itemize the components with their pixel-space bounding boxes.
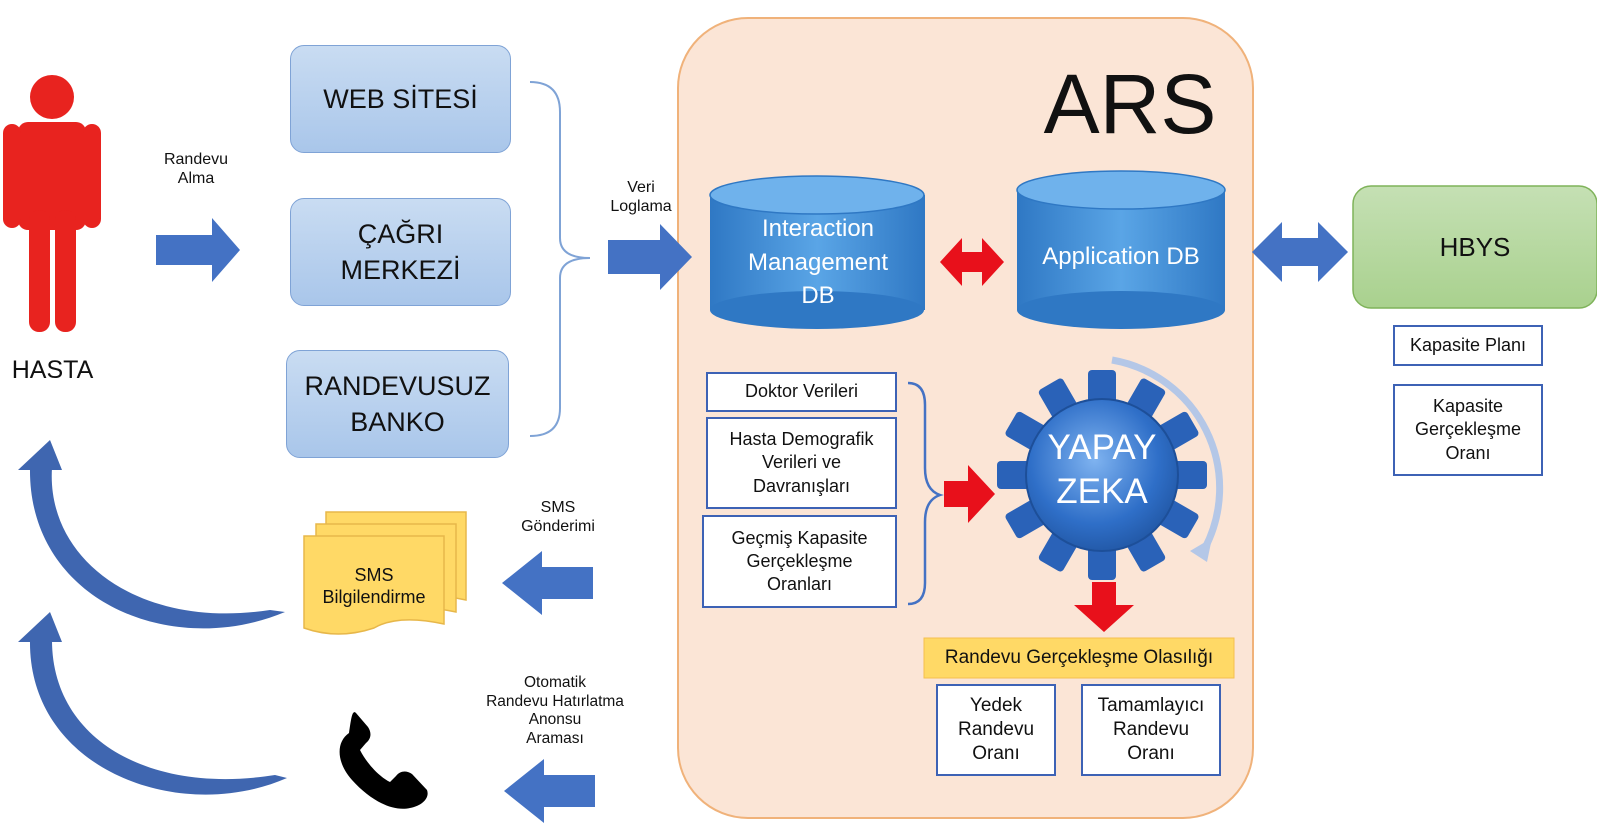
auto-call-arrow bbox=[504, 759, 595, 823]
logging-label: Veri Loglama bbox=[598, 178, 684, 216]
channels-bracket bbox=[530, 82, 590, 436]
probability-label: Randevu Gerçekleşme Olasılığı bbox=[924, 647, 1234, 670]
return-arrow-sms bbox=[18, 440, 285, 628]
person-icon bbox=[3, 75, 101, 332]
channel-web-site: WEB SİTESİ bbox=[290, 45, 511, 153]
sms-send-label: SMS Gönderimi bbox=[503, 498, 613, 536]
sms-info-label: SMS Bilgilendirme bbox=[304, 565, 444, 608]
phone-icon bbox=[340, 712, 428, 809]
hbys-label: HBYS bbox=[1353, 232, 1597, 263]
input-doctor-data: Doktor Verileri bbox=[706, 372, 897, 412]
channel-walk-in-desk: RANDEVUSUZ BANKO bbox=[286, 350, 509, 458]
sms-send-arrow bbox=[502, 551, 593, 615]
patient-label: HASTA bbox=[0, 355, 105, 385]
ars-title: ARS bbox=[1040, 62, 1220, 146]
input-past-capacity-rates: Geçmiş Kapasite Gerçekleşme Oranları bbox=[702, 515, 897, 608]
output-complementary-rate: Tamamlayıcı Randevu Oranı bbox=[1081, 684, 1221, 776]
appointment-arrow bbox=[156, 218, 240, 282]
hbys-sync-arrow bbox=[1252, 222, 1348, 282]
auto-call-label: Otomatik Randevu Hatırlatma Anonsu Arama… bbox=[470, 674, 640, 748]
output-backup-rate: Yedek Randevu Oranı bbox=[936, 684, 1056, 776]
appointment-label: Randevu Alma bbox=[146, 150, 246, 188]
hbys-capacity-plan: Kapasite Planı bbox=[1393, 325, 1543, 366]
ai-label: YAPAY ZEKA bbox=[1032, 426, 1172, 514]
interaction-db-label: Interaction Management DB bbox=[712, 212, 924, 313]
return-arrow-call bbox=[18, 612, 287, 795]
channel-call-center: ÇAĞRI MERKEZİ bbox=[290, 198, 511, 306]
hbys-capacity-realization-rate: Kapasite Gerçekleşme Oranı bbox=[1393, 384, 1543, 476]
application-db-label: Application DB bbox=[1017, 243, 1225, 272]
input-patient-demographics: Hasta Demografik Verileri ve Davranışlar… bbox=[706, 417, 897, 509]
